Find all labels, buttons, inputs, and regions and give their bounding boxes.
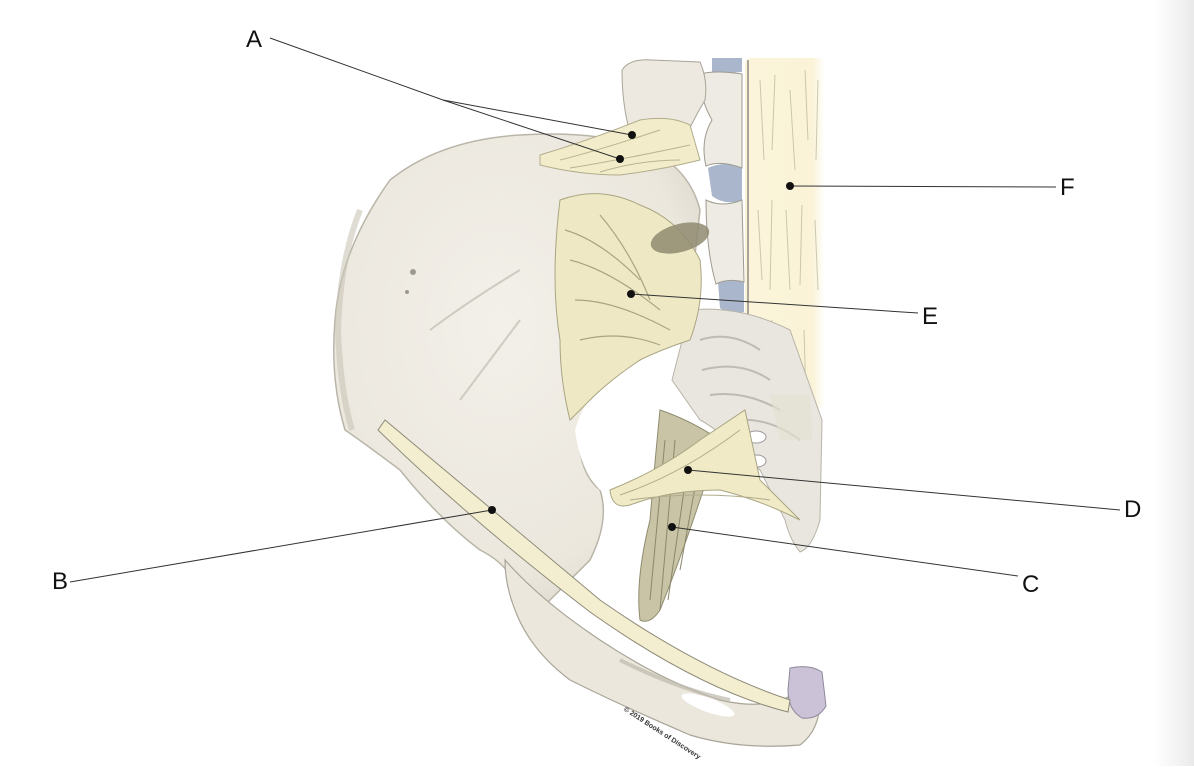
label-b: B — [52, 568, 69, 595]
label-f: F — [1060, 174, 1075, 201]
point-a2 — [616, 155, 624, 163]
ischium — [504, 558, 821, 747]
ligament-b — [377, 419, 791, 713]
point-e — [627, 290, 635, 298]
point-f — [786, 182, 794, 190]
point-c — [668, 523, 676, 531]
point-b — [488, 506, 496, 514]
ligament-e — [554, 193, 710, 421]
label-points — [488, 131, 794, 531]
intervertebral-disc-middle — [708, 164, 742, 203]
pubic-symphysis-cartilage — [787, 666, 827, 719]
point-a1 — [628, 131, 636, 139]
right-edge-shadow — [1154, 0, 1194, 766]
label-a: A — [246, 26, 263, 53]
point-d — [684, 466, 692, 474]
label-c: C — [1022, 571, 1040, 598]
intervertebral-disc-lower — [718, 280, 744, 314]
label-d: D — [1124, 496, 1142, 523]
intervertebral-disc-upper — [712, 58, 742, 74]
leader-lines — [69, 37, 1121, 583]
ligament-a — [539, 117, 701, 176]
label-e: E — [922, 303, 939, 330]
ligament-d — [609, 409, 801, 521]
